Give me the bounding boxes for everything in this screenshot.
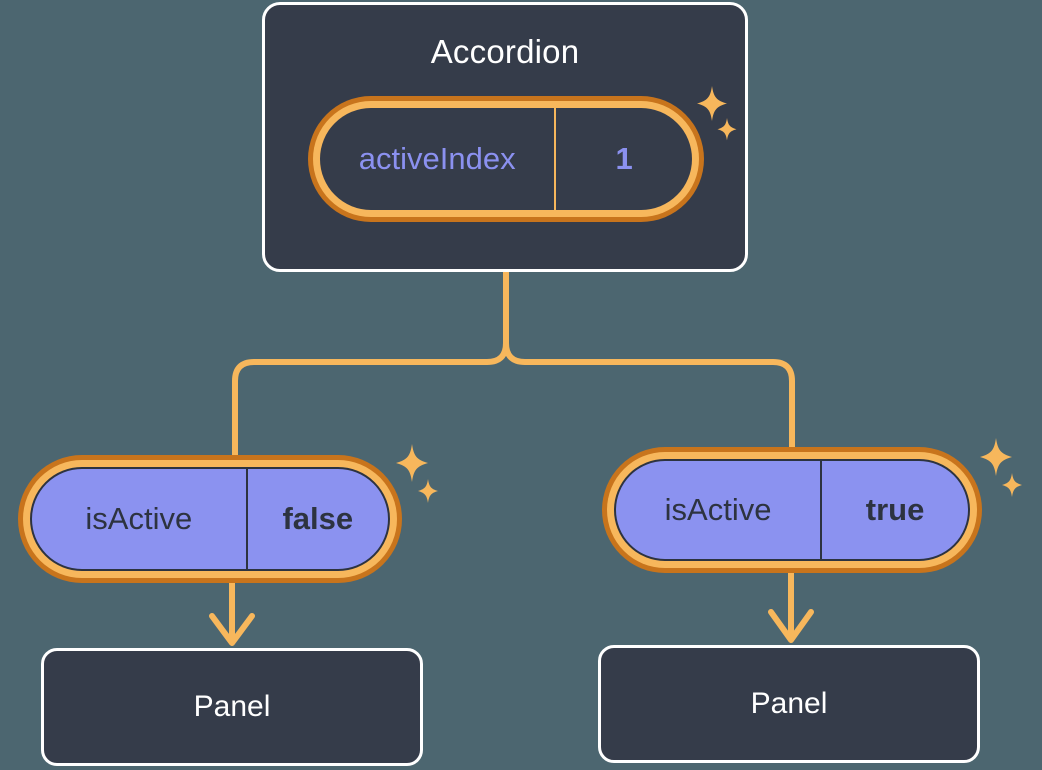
prop-key: isActive xyxy=(85,501,193,536)
pill-ring-inner: isActive false xyxy=(23,460,397,578)
pill-body: isActive true xyxy=(614,459,970,561)
arrowhead-right xyxy=(768,609,814,643)
prop-key: isActive xyxy=(664,492,772,527)
connector-root-to-right xyxy=(503,269,795,450)
connector-root-to-left xyxy=(232,269,509,458)
prop-value: 1 xyxy=(615,141,633,176)
prop-value: true xyxy=(865,492,925,527)
pill-ring-inner: isActive true xyxy=(607,452,977,568)
sparkle-icon xyxy=(976,436,1024,504)
prop-pill-is-active-false[interactable]: isActive false xyxy=(18,455,402,583)
panel-title: Panel xyxy=(193,690,271,723)
prop-value: false xyxy=(282,501,354,536)
pill-body: isActive false xyxy=(30,467,390,571)
arrowhead-left xyxy=(209,613,255,646)
prop-pill-is-active-true[interactable]: isActive true xyxy=(602,447,982,573)
pill-divider xyxy=(245,469,248,569)
pill-ring-inner: activeIndex 1 xyxy=(313,101,699,217)
pill-divider xyxy=(554,108,557,210)
accordion-title: Accordion xyxy=(430,33,580,70)
panel-title: Panel xyxy=(750,687,828,720)
pill-body: activeIndex 1 xyxy=(320,108,692,210)
node-panel-right[interactable]: Panel xyxy=(598,645,980,763)
node-panel-left[interactable]: Panel xyxy=(41,648,423,766)
prop-key: activeIndex xyxy=(358,141,516,176)
pill-divider xyxy=(820,461,823,559)
prop-pill-active-index[interactable]: activeIndex 1 xyxy=(308,96,704,222)
